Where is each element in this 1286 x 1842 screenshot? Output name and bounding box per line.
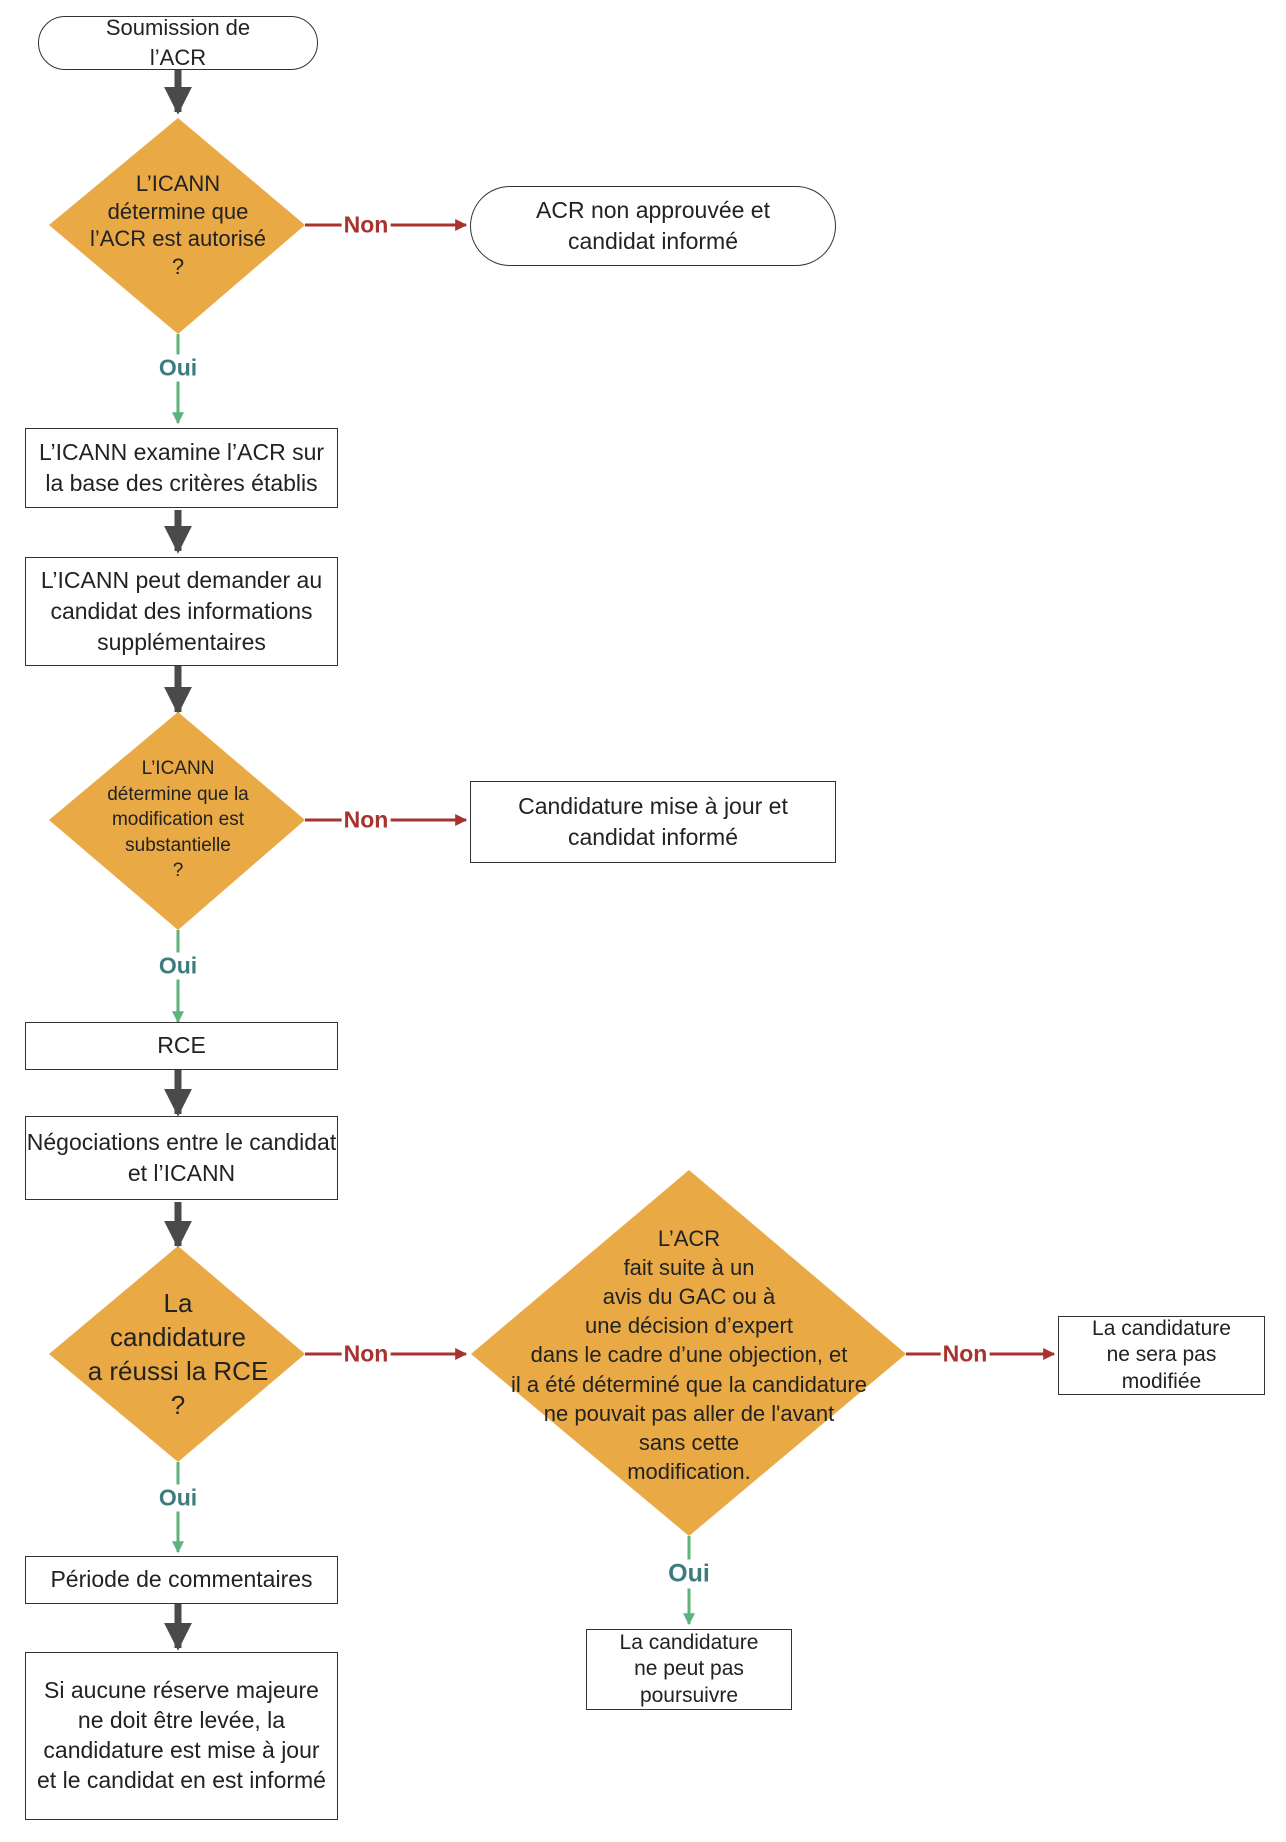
box-icann-requests-info: L’ICANN peut demander au candidat des in…: [25, 557, 338, 666]
decision-d1-shape: [49, 118, 305, 334]
box-icann-examines: L’ICANN examine l’ACR sur la base des cr…: [25, 428, 338, 508]
label-oui-d4: Oui: [666, 1559, 712, 1589]
result-cannot-proceed: La candidature ne peut pas poursuivre: [586, 1629, 792, 1710]
decision-d4-shape: [471, 1170, 906, 1536]
label-non-d2: Non: [341, 806, 391, 834]
result-application-updated: Candidature mise à jour et candidat info…: [470, 781, 836, 863]
box-negotiations: Négociations entre le candidat et l’ICAN…: [25, 1116, 338, 1200]
decision-d2-shape: [49, 712, 305, 930]
decision-d1-text: L’ICANN détermine que l’ACR est autorisé…: [89, 171, 267, 279]
box-final-update: Si aucune réserve majeure ne doit être l…: [25, 1652, 338, 1820]
label-non-d1: Non: [341, 211, 391, 239]
result-not-modified: La candidature ne sera pas modifiée: [1058, 1316, 1265, 1395]
label-non-d3: Non: [341, 1340, 391, 1368]
decision-d2-text: L’ICANN détermine que la modification es…: [107, 757, 249, 882]
label-oui-d3: Oui: [156, 1484, 200, 1512]
decision-d4-text: L’ACR fait suite à un avis du GAC ou à u…: [511, 1226, 867, 1484]
result-acr-not-approved: ACR non approuvée et candidat informé: [470, 186, 836, 266]
label-oui-d2: Oui: [156, 952, 200, 980]
label-non-d4: Non: [940, 1340, 990, 1368]
label-oui-d1: Oui: [156, 354, 200, 382]
box-rce: RCE: [25, 1022, 338, 1070]
decision-d3-shape: [49, 1246, 305, 1462]
decision-d3-text: La candidature a réussi la RCE ?: [87, 1288, 269, 1420]
box-comment-period: Période de commentaires: [25, 1556, 338, 1604]
start-terminal: Soumission de l’ACR: [38, 15, 318, 70]
